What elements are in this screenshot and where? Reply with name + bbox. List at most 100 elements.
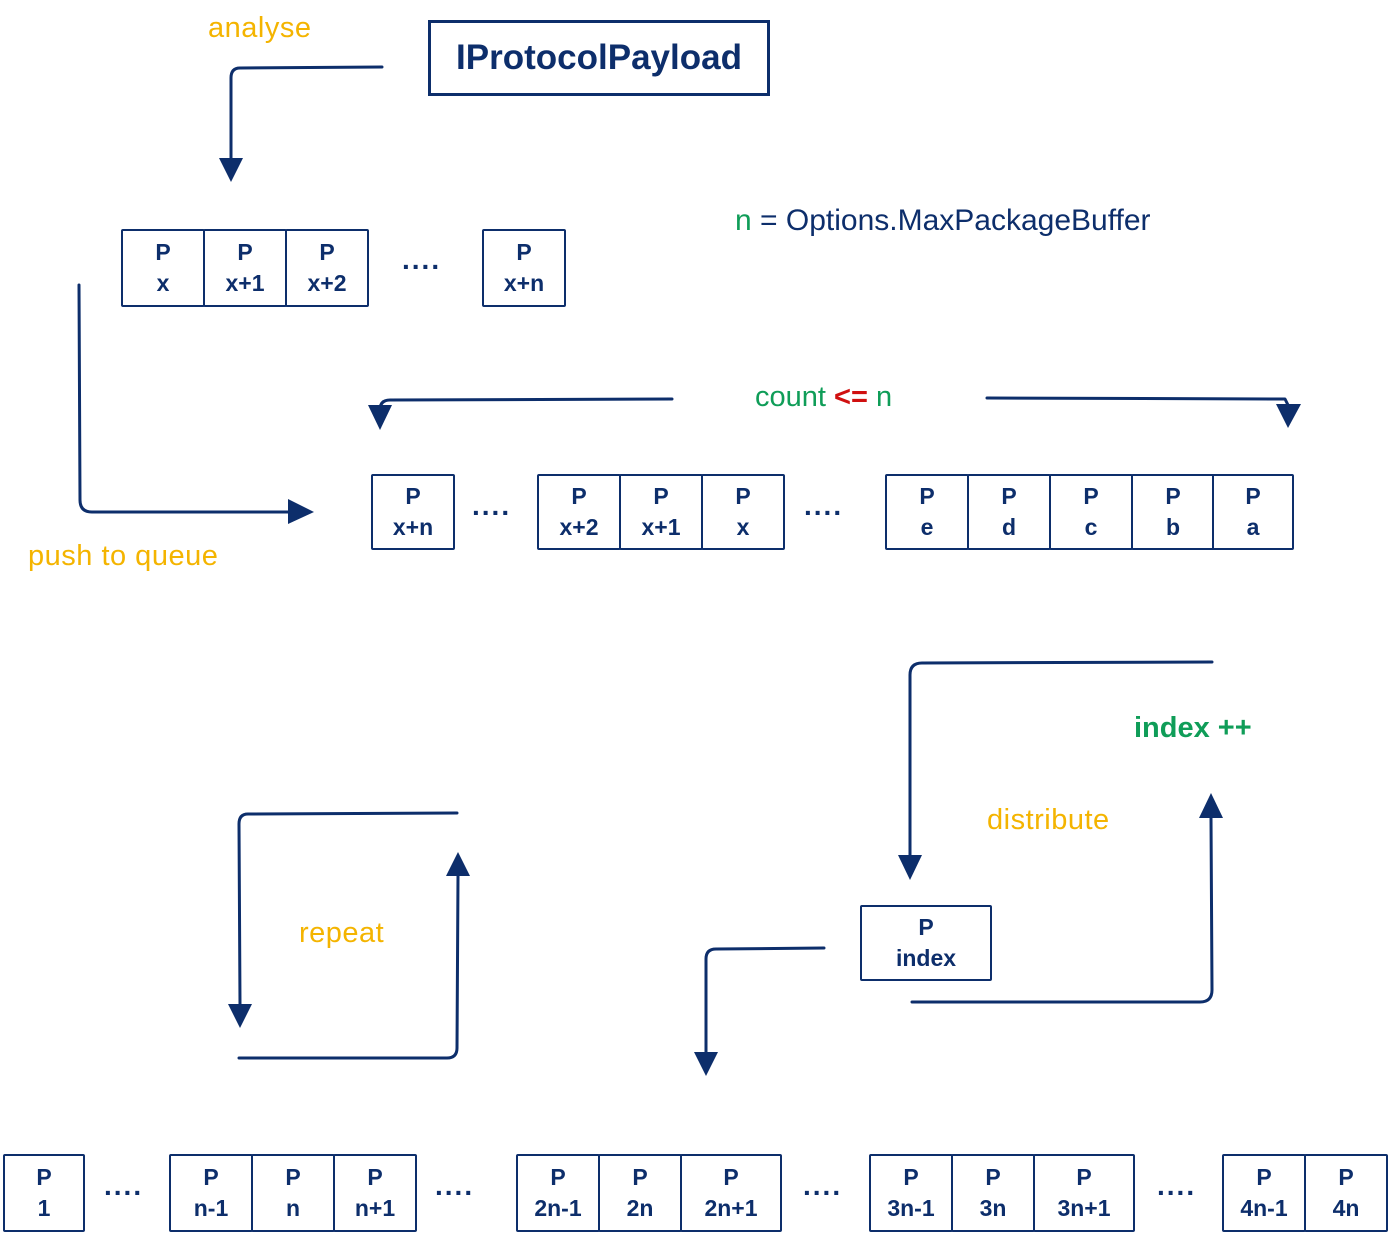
- output-packet-box: P 4n-1: [1222, 1154, 1306, 1232]
- packet-letter: P: [1165, 483, 1181, 509]
- packet-letter: P: [1001, 483, 1017, 509]
- packet-index: c: [1084, 514, 1098, 540]
- index-in-arrow: [908, 660, 1214, 857]
- packet-index: n-1: [193, 1195, 229, 1221]
- count-word: count: [755, 381, 826, 413]
- analyse-label: analyse: [208, 12, 312, 44]
- packet-letter: P: [1083, 483, 1099, 509]
- count-left-arrowhead: [368, 405, 392, 430]
- n-definition-label: n = Options.MaxPackageBuffer: [735, 204, 1151, 238]
- packet-index: x+2: [307, 270, 347, 296]
- packet-letter: P: [903, 1164, 919, 1190]
- push-arrow: [77, 283, 292, 514]
- n-definition-text: = Options.MaxPackageBuffer: [751, 204, 1151, 237]
- packet-index: d: [1001, 514, 1017, 540]
- push-to-queue-label: push to queue: [28, 540, 219, 572]
- analyse-arrowhead: [219, 158, 243, 182]
- ellipsis: ....: [104, 1170, 144, 1201]
- count-right-arrowhead: [1276, 404, 1301, 428]
- distribute-out-arrow: [704, 946, 826, 1054]
- packet-index: x: [736, 514, 750, 540]
- count-n: n: [875, 381, 893, 413]
- packet-index: 3n: [979, 1195, 1007, 1221]
- packet-letter: P: [1338, 1164, 1354, 1190]
- distribute-label: distribute: [987, 804, 1110, 836]
- output-packet-box: P 3n-1: [869, 1154, 953, 1232]
- packet-index: b: [1165, 514, 1181, 540]
- packet-letter: P: [155, 239, 171, 265]
- count-condition-label: count <= n: [755, 381, 892, 414]
- packet-letter: P: [632, 1164, 648, 1190]
- packet-letter: P: [735, 483, 751, 509]
- packet-letter: P: [1245, 483, 1261, 509]
- repeat-up-arrowhead: [446, 852, 470, 876]
- packet-index: 4n-1: [1240, 1195, 1288, 1221]
- packet-index: e: [920, 514, 934, 540]
- distribute-out-arrowhead: [694, 1052, 718, 1076]
- packet-index: 1: [37, 1195, 51, 1221]
- packet-index: x+n: [503, 270, 545, 296]
- iprotocolpayload-box: IProtocolPayload: [428, 20, 770, 96]
- count-right-arrow: [985, 396, 1290, 407]
- packet-index: index: [895, 945, 957, 971]
- output-packet-box: P 3n: [951, 1154, 1035, 1232]
- packet-letter: P: [367, 1164, 383, 1190]
- index-increment-label: index ++: [1134, 712, 1252, 744]
- packet-index: 3n-1: [887, 1195, 935, 1221]
- packet-letter: P: [571, 483, 587, 509]
- packet-letter: P: [516, 239, 532, 265]
- n-variable: n: [735, 204, 752, 237]
- packet-letter: P: [653, 483, 669, 509]
- packet-letter: P: [985, 1164, 1001, 1190]
- packet-index: 2n: [626, 1195, 654, 1221]
- repeat-label: repeat: [299, 917, 385, 949]
- packet-index: x+2: [559, 514, 599, 540]
- count-operator: <=: [834, 381, 868, 413]
- ellipsis: ....: [435, 1170, 475, 1201]
- packet-letter: P: [919, 483, 935, 509]
- packet-index: x: [156, 270, 170, 296]
- packet-letter: P: [1076, 1164, 1092, 1190]
- packet-letter: P: [237, 239, 253, 265]
- repeat-down-arrow: [237, 811, 459, 1006]
- repeat-down-arrowhead: [228, 1004, 252, 1028]
- count-left-arrow: [378, 397, 674, 412]
- packet-index: 3n+1: [1057, 1195, 1111, 1221]
- analyse-arrow: [229, 65, 384, 160]
- packet-letter: P: [918, 914, 934, 940]
- packet-letter: P: [550, 1164, 566, 1190]
- packet-index: n: [285, 1195, 301, 1221]
- output-packet-box: P 2n: [598, 1154, 682, 1232]
- index-in-arrowhead: [898, 855, 922, 880]
- packet-letter: P: [319, 239, 335, 265]
- packet-index: 4n: [1332, 1195, 1360, 1221]
- ellipsis: ....: [472, 490, 512, 521]
- packet-index: x+1: [641, 514, 681, 540]
- ellipsis: ....: [402, 244, 442, 275]
- packet-index: x+1: [225, 270, 265, 296]
- index-inc-arrow: [910, 816, 1214, 1004]
- packet-index: x+n: [392, 514, 434, 540]
- packet-letter: P: [1256, 1164, 1272, 1190]
- push-arrowhead: [288, 499, 314, 524]
- packet-index: 2n+1: [704, 1195, 758, 1221]
